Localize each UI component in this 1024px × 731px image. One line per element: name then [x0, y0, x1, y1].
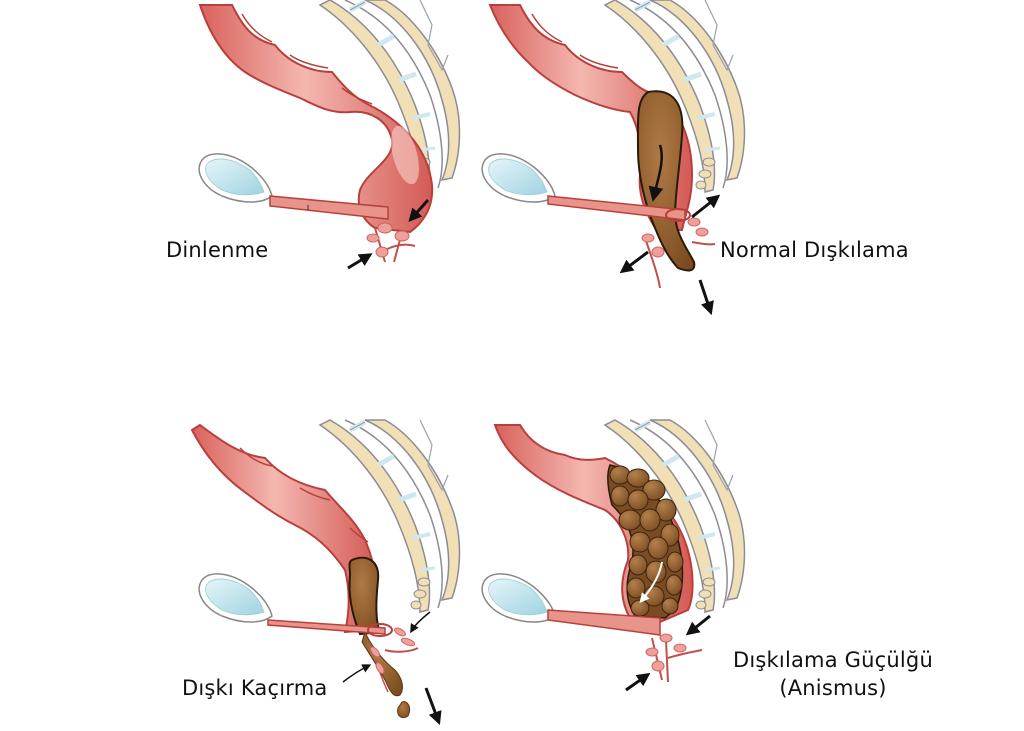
puborectalis-muscle — [547, 609, 661, 636]
arrow-icon — [685, 614, 711, 636]
label-anismus-line1: Dışkılama Güçülğü — [733, 648, 933, 672]
panel-anismus — [470, 420, 750, 710]
fecal-incontinence-illustration — [190, 420, 480, 726]
label-resting: Dinlenme — [166, 238, 269, 262]
panel-resting — [180, 0, 480, 280]
anismus-illustration — [481, 420, 750, 692]
bladder-icon — [481, 153, 556, 203]
panel-fecal-incontinence — [180, 420, 480, 731]
arrow-icon — [698, 279, 714, 316]
label-anismus-line2: (Anismus) — [779, 676, 887, 700]
stool-icon — [636, 90, 696, 272]
normal-defecation-illustration — [481, 0, 750, 316]
resting-illustration — [198, 0, 480, 270]
label-anismus: Dışkılama Güçülğü (Anismus) — [718, 646, 948, 702]
bladder-icon — [198, 573, 273, 623]
bladder-icon — [481, 573, 556, 623]
arrow-icon — [347, 253, 373, 270]
arrow-icon — [410, 611, 431, 634]
arrow-icon — [691, 194, 721, 219]
puborectalis-muscle — [267, 619, 386, 635]
bladder-icon — [198, 153, 273, 203]
panel-normal-defecation — [470, 0, 750, 320]
label-normal-defecation: Normal Dışkılama — [720, 238, 909, 262]
arrow-icon — [408, 199, 430, 223]
label-fecal-incontinence: Dışkı Kaçırma — [182, 676, 328, 700]
sphincter — [377, 222, 393, 234]
arrow-icon — [625, 672, 651, 692]
arrow-icon — [424, 687, 442, 726]
puborectalis-muscle — [269, 195, 389, 220]
arrow-icon — [619, 250, 649, 274]
arrow-icon — [342, 664, 372, 683]
